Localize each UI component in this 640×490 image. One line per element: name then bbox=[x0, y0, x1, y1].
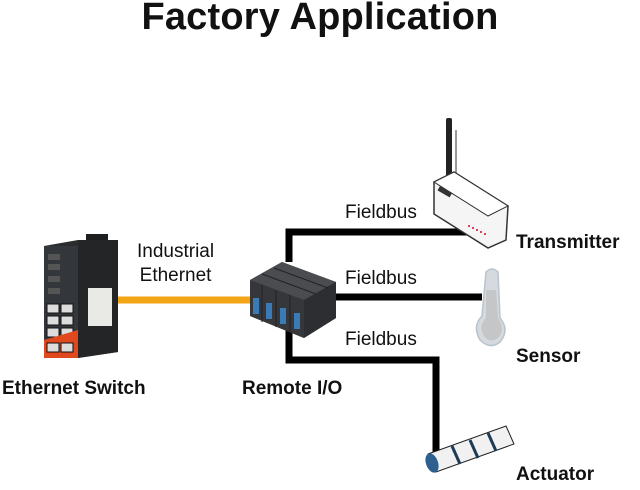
transmitter-label: Transmitter bbox=[516, 232, 620, 253]
actuator-icon bbox=[425, 425, 515, 473]
fieldbus-cable-transmitter bbox=[285, 228, 470, 262]
fieldbus-label-actuator: Fieldbus bbox=[345, 329, 417, 350]
sensor-label: Sensor bbox=[516, 346, 581, 367]
industrial-ethernet-label-line1: Industrial bbox=[137, 241, 215, 262]
fieldbus-label-transmitter: Fieldbus bbox=[345, 202, 417, 223]
remote-io-icon bbox=[250, 262, 336, 338]
ethernet-switch-icon bbox=[44, 234, 118, 358]
fieldbus-label-sensor: Fieldbus bbox=[345, 268, 417, 289]
ethernet-switch-label: Ethernet Switch bbox=[2, 378, 146, 399]
industrial-ethernet-label: Industrial Ethernet bbox=[137, 240, 214, 288]
diagram-title: Factory Application bbox=[141, 0, 499, 38]
industrial-ethernet-label-line2: Ethernet bbox=[139, 265, 212, 286]
sensor-icon bbox=[475, 268, 506, 347]
transmitter-icon bbox=[432, 118, 510, 249]
actuator-label: Actuator bbox=[516, 464, 595, 485]
fieldbus-cable-actuator bbox=[285, 330, 440, 455]
remote-io-label: Remote I/O bbox=[242, 378, 343, 399]
